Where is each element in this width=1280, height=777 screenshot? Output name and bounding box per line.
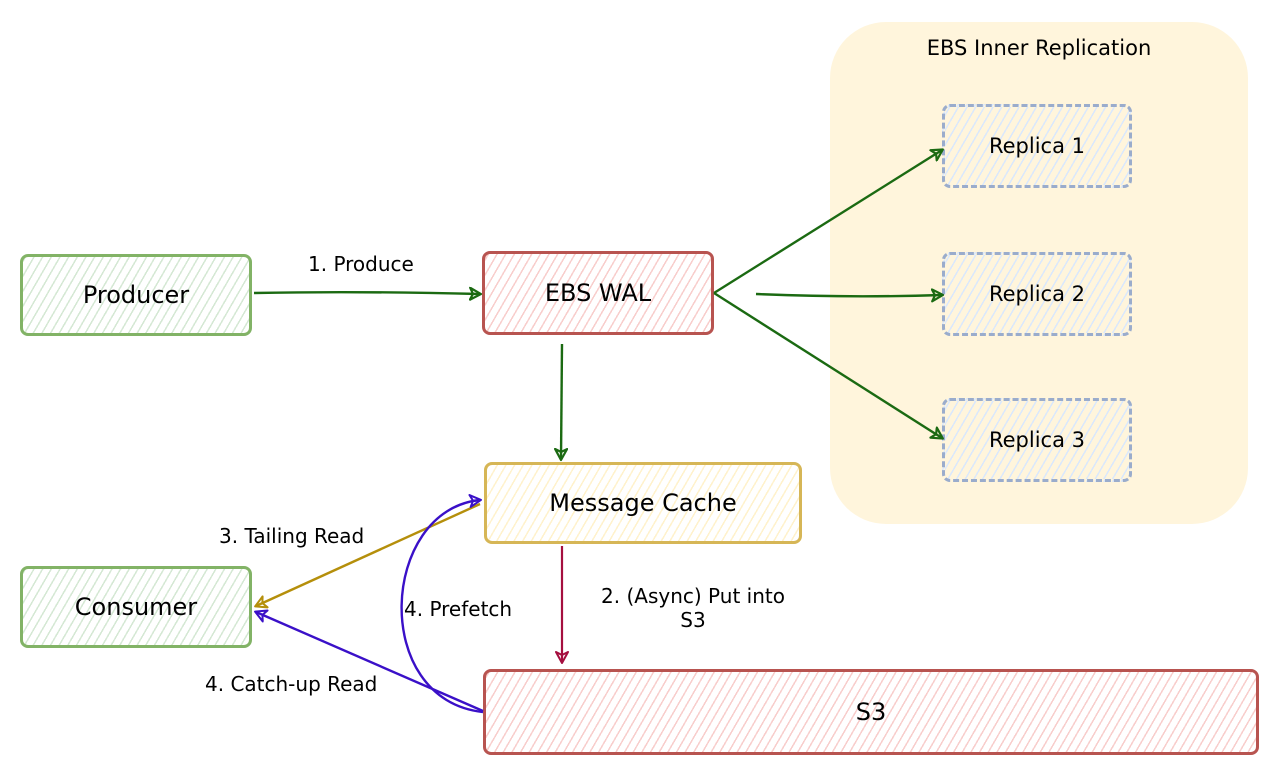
ebs-wal-label: EBS WAL: [544, 279, 652, 307]
edge-wal-to-replica-2: [755, 294, 942, 296]
edge-label-async-put: 2. (Async) Put into S3: [580, 584, 806, 632]
s3-label: S3: [855, 698, 887, 726]
edge-label-async-put-line1: 2. (Async) Put into: [601, 584, 785, 608]
producer-node[interactable]: Producer: [20, 254, 252, 336]
group-title: EBS Inner Replication: [926, 36, 1152, 60]
ebs-wal-node[interactable]: EBS WAL: [482, 251, 714, 335]
s3-node[interactable]: S3: [483, 669, 1259, 755]
edge-produce: [253, 292, 480, 294]
consumer-label: Consumer: [74, 593, 198, 621]
edge-label-tailing-read: 3. Tailing Read: [219, 524, 365, 548]
edge-label-async-put-line2: S3: [680, 608, 706, 632]
replica-2-label: Replica 2: [988, 282, 1086, 306]
edge-wal-to-replica-3: [713, 291, 942, 438]
edge-catch-up-read: [254, 609, 484, 713]
edge-label-produce: 1. Produce: [308, 252, 414, 276]
producer-label: Producer: [82, 281, 190, 309]
replica-1-label: Replica 1: [988, 134, 1086, 158]
replica-1-node[interactable]: Replica 1: [942, 104, 1132, 188]
replica-3-label: Replica 3: [988, 428, 1086, 452]
message-cache-label: Message Cache: [549, 489, 737, 517]
edge-prefetch: [400, 494, 484, 714]
edge-tailing-read: [254, 502, 481, 609]
edge-wal-to-replica-1: [713, 150, 942, 295]
edge-label-prefetch: 4. Prefetch: [404, 597, 513, 621]
edge-produce-line: [253, 292, 480, 294]
consumer-node[interactable]: Consumer: [20, 566, 252, 648]
replica-2-node[interactable]: Replica 2: [942, 252, 1132, 336]
message-cache-node[interactable]: Message Cache: [484, 462, 802, 544]
replica-3-node[interactable]: Replica 3: [942, 398, 1132, 482]
edge-wal-to-cache: [561, 343, 562, 459]
edge-label-catch-up-read: 4. Catch-up Read: [205, 672, 378, 696]
